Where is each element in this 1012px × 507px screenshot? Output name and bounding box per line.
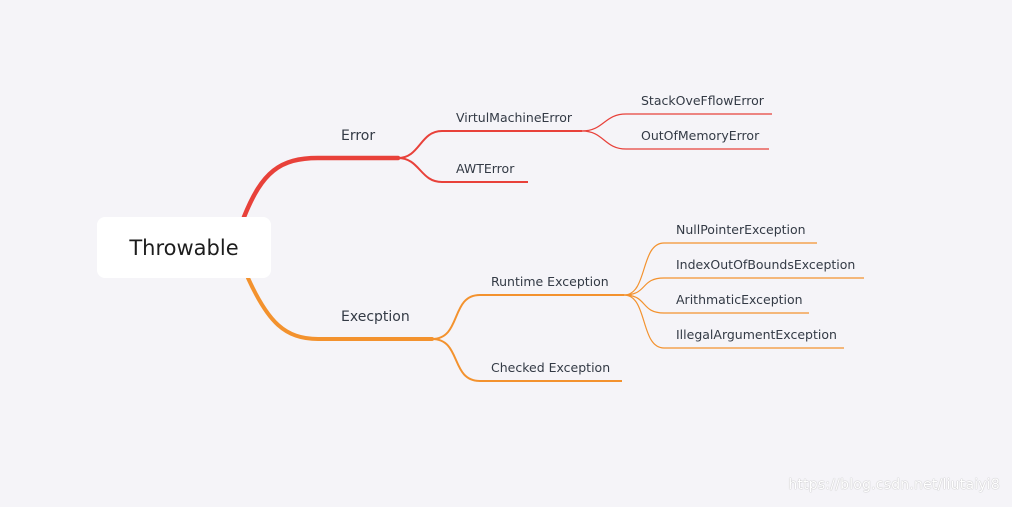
node-outofmemoryerror[interactable]: OutOfMemoryError [641, 128, 760, 143]
edge-runtime-nullpointer [623, 242, 817, 296]
watermark-text: https://blog.csdn.net/liutaiyi8 [788, 477, 1000, 493]
root-node[interactable]: Throwable [97, 217, 271, 278]
edge-error-awterror [397, 157, 528, 183]
node-indexoutofboundsexception[interactable]: IndexOutOfBoundsException [676, 257, 856, 272]
edge-root-execption [246, 276, 434, 341]
root-node-label: Throwable [129, 235, 239, 260]
edge-runtime-arithmatic [623, 294, 809, 314]
edge-runtime-indexoutofbounds [623, 277, 864, 296]
node-virtulmachineerror[interactable]: VirtulMachineError [456, 110, 572, 125]
node-nullpointerexception[interactable]: NullPointerException [676, 222, 806, 237]
edge-execption-checked [431, 338, 622, 382]
node-checked-exception[interactable]: Checked Exception [491, 360, 611, 375]
edge-root-error [241, 155, 401, 220]
node-runtime-exception[interactable]: Runtime Exception [491, 274, 609, 289]
node-stackoveflowerror[interactable]: StackOveFflowError [641, 93, 764, 108]
node-awterror[interactable]: AWTError [456, 161, 515, 176]
edge-error-virtulmachineerror [397, 130, 582, 159]
node-illegalargumentexception[interactable]: IllegalArgumentException [676, 327, 837, 342]
node-error[interactable]: Error [341, 128, 376, 144]
edge-execption-runtime [431, 294, 624, 340]
node-execption[interactable]: Execption [341, 309, 410, 325]
edge-vme-outofmemory [581, 130, 769, 150]
edge-runtime-illegalargument [623, 294, 844, 349]
node-arithmaticexception[interactable]: ArithmaticException [676, 292, 803, 307]
edge-vme-stackoverflow [581, 113, 772, 132]
